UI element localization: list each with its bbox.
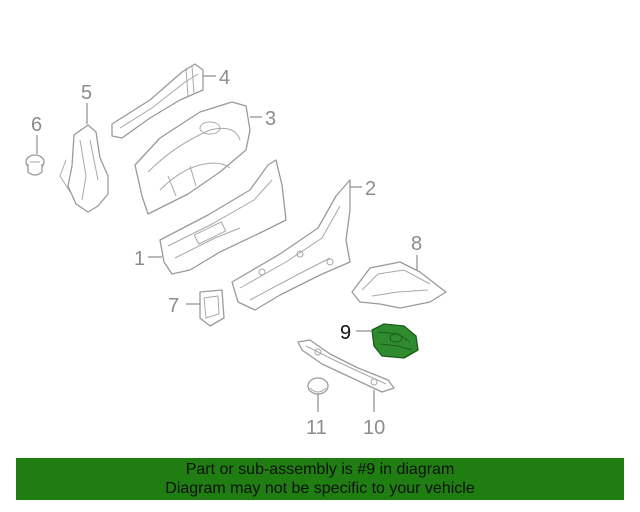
banner-line-2: Diagram may not be specific to your vehi… [165, 480, 475, 497]
callout-11: 11 [306, 417, 327, 439]
info-banner: Part or sub-assembly is #9 in diagram Di… [16, 458, 624, 500]
part-1-side-member-left[interactable] [159, 159, 287, 275]
callout-8: 8 [411, 233, 422, 255]
part-10-cross-bar[interactable] [297, 339, 395, 393]
part-9-bracket-highlighted[interactable] [371, 323, 419, 359]
part-5-pillar-bracket[interactable] [59, 124, 109, 213]
callout-4: 4 [219, 67, 230, 89]
banner-line-1: Part or sub-assembly is #9 in diagram [185, 461, 455, 478]
part-2-side-member-right[interactable] [231, 179, 351, 311]
callout-5: 5 [81, 82, 92, 104]
part-11-plug[interactable] [307, 377, 329, 395]
part-3-wheel-housing[interactable] [134, 101, 251, 215]
callout-2: 2 [365, 178, 376, 200]
part-6-clip[interactable] [25, 154, 45, 176]
part-7-plate[interactable] [199, 289, 225, 327]
part-4-upper-rail[interactable] [111, 63, 204, 139]
part-8-tray[interactable] [351, 261, 447, 309]
callout-10: 10 [363, 417, 385, 439]
callout-3: 3 [265, 108, 276, 130]
callout-6: 6 [31, 114, 42, 136]
leader-lines [36, 75, 418, 412]
callout-7: 7 [168, 295, 179, 317]
callout-1: 1 [134, 248, 145, 270]
callout-9: 9 [340, 322, 351, 344]
